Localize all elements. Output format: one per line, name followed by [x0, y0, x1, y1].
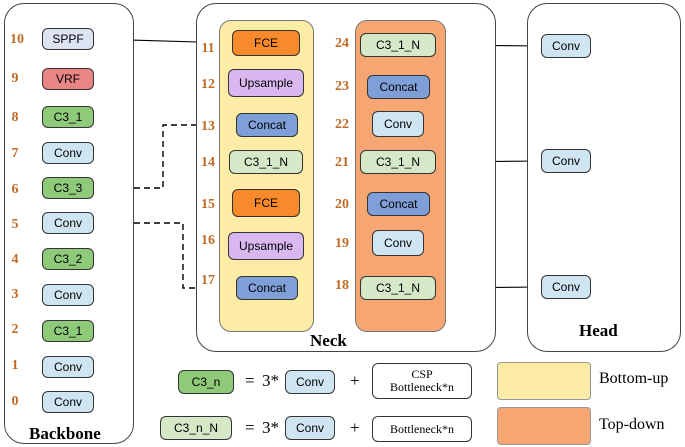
- legend-c3-n-n-box: C3_n_N: [160, 416, 232, 440]
- layer-number: 24: [335, 36, 349, 51]
- neck-node-concat: Concat: [236, 113, 298, 137]
- legend-top-down-label: Top-down: [599, 416, 665, 433]
- legend-equals: =: [245, 418, 255, 437]
- neck-node-c3-1-n: C3_1_N: [229, 150, 303, 174]
- legend-conv-box: Conv: [285, 416, 335, 440]
- layer-number: 16: [201, 233, 215, 248]
- legend-equals: =: [245, 371, 255, 390]
- neck-node-upsample: Upsample: [228, 69, 304, 97]
- layer-number: 3: [11, 287, 19, 302]
- backbone-node-vrf: VRF: [42, 68, 94, 90]
- backbone-node-sppf: SPPF: [42, 28, 94, 50]
- layer-number: 1: [11, 358, 19, 373]
- backbone-node-conv: Conv: [42, 356, 94, 378]
- layer-number: 0: [11, 394, 19, 409]
- layer-number: 8: [11, 110, 19, 125]
- legend-bottom-up-swatch: [497, 362, 591, 400]
- head-title: Head: [579, 321, 618, 340]
- legend-multiplier: 3*: [262, 418, 279, 437]
- layer-number: 21: [335, 155, 349, 170]
- layer-number: 2: [11, 322, 19, 337]
- layer-number: 19: [335, 236, 349, 251]
- layer-number: 12: [201, 77, 215, 92]
- legend-conv-box: Conv: [285, 370, 335, 394]
- legend-bottom-up-label: Bottom-up: [599, 370, 669, 387]
- layer-number: 20: [335, 197, 349, 212]
- head-node-conv: Conv: [541, 149, 591, 173]
- layer-number: 6: [11, 182, 19, 197]
- neck-node-concat: Concat: [367, 75, 430, 99]
- neck-node-fce: FCE: [232, 30, 300, 56]
- layer-number: 13: [201, 119, 215, 134]
- legend-multiplier: 3*: [262, 371, 279, 390]
- layer-number: 22: [335, 117, 349, 132]
- layer-number: 18: [335, 278, 349, 293]
- neck-node-c3-1-n: C3_1_N: [360, 276, 436, 300]
- neck-node-upsample: Upsample: [228, 232, 304, 260]
- neck-node-conv: Conv: [372, 111, 424, 137]
- backbone-node-c3: C3_1: [42, 106, 94, 128]
- layer-number: 17: [201, 273, 215, 288]
- neck-node-c3-1-n: C3_1_N: [360, 33, 436, 57]
- legend-top-down-swatch: [497, 407, 591, 445]
- head-node-conv: Conv: [541, 275, 591, 299]
- neck-node-concat: Concat: [367, 192, 430, 216]
- layer-number: 23: [335, 79, 349, 94]
- layer-number: 9: [11, 71, 19, 86]
- layer-number: 15: [201, 197, 215, 212]
- neck-title: Neck: [310, 331, 347, 350]
- legend-bottleneck-box: Bottleneck*n: [372, 416, 472, 442]
- backbone-node-c3: C3_2: [42, 248, 94, 270]
- legend-csp-bottleneck-box: CSP Bottleneck*n: [372, 363, 472, 399]
- backbone-node-c3: C3_1: [42, 320, 94, 342]
- backbone-node-c3: C3_3: [42, 177, 94, 199]
- neck-node-conv: Conv: [372, 230, 424, 256]
- neck-node-concat: Concat: [236, 276, 298, 300]
- backbone-node-conv: Conv: [42, 284, 94, 306]
- layer-number: 7: [11, 146, 19, 161]
- backbone-node-conv: Conv: [42, 212, 94, 234]
- legend-c3-n-box: C3_n: [178, 370, 234, 394]
- neck-node-fce: FCE: [232, 189, 300, 217]
- layer-number: 14: [201, 155, 215, 170]
- layer-number: 4: [11, 252, 19, 267]
- backbone-title: Backbone: [29, 424, 101, 443]
- layer-number: 5: [11, 217, 19, 232]
- legend-plus: +: [350, 418, 360, 437]
- backbone-node-conv: Conv: [42, 391, 94, 413]
- layer-number: 10: [10, 32, 24, 47]
- layer-number: 11: [201, 41, 215, 56]
- neck-node-c3-1-n: C3_1_N: [360, 150, 436, 174]
- head-node-conv: Conv: [541, 34, 591, 58]
- legend-plus: +: [350, 371, 360, 390]
- backbone-node-conv: Conv: [42, 142, 94, 164]
